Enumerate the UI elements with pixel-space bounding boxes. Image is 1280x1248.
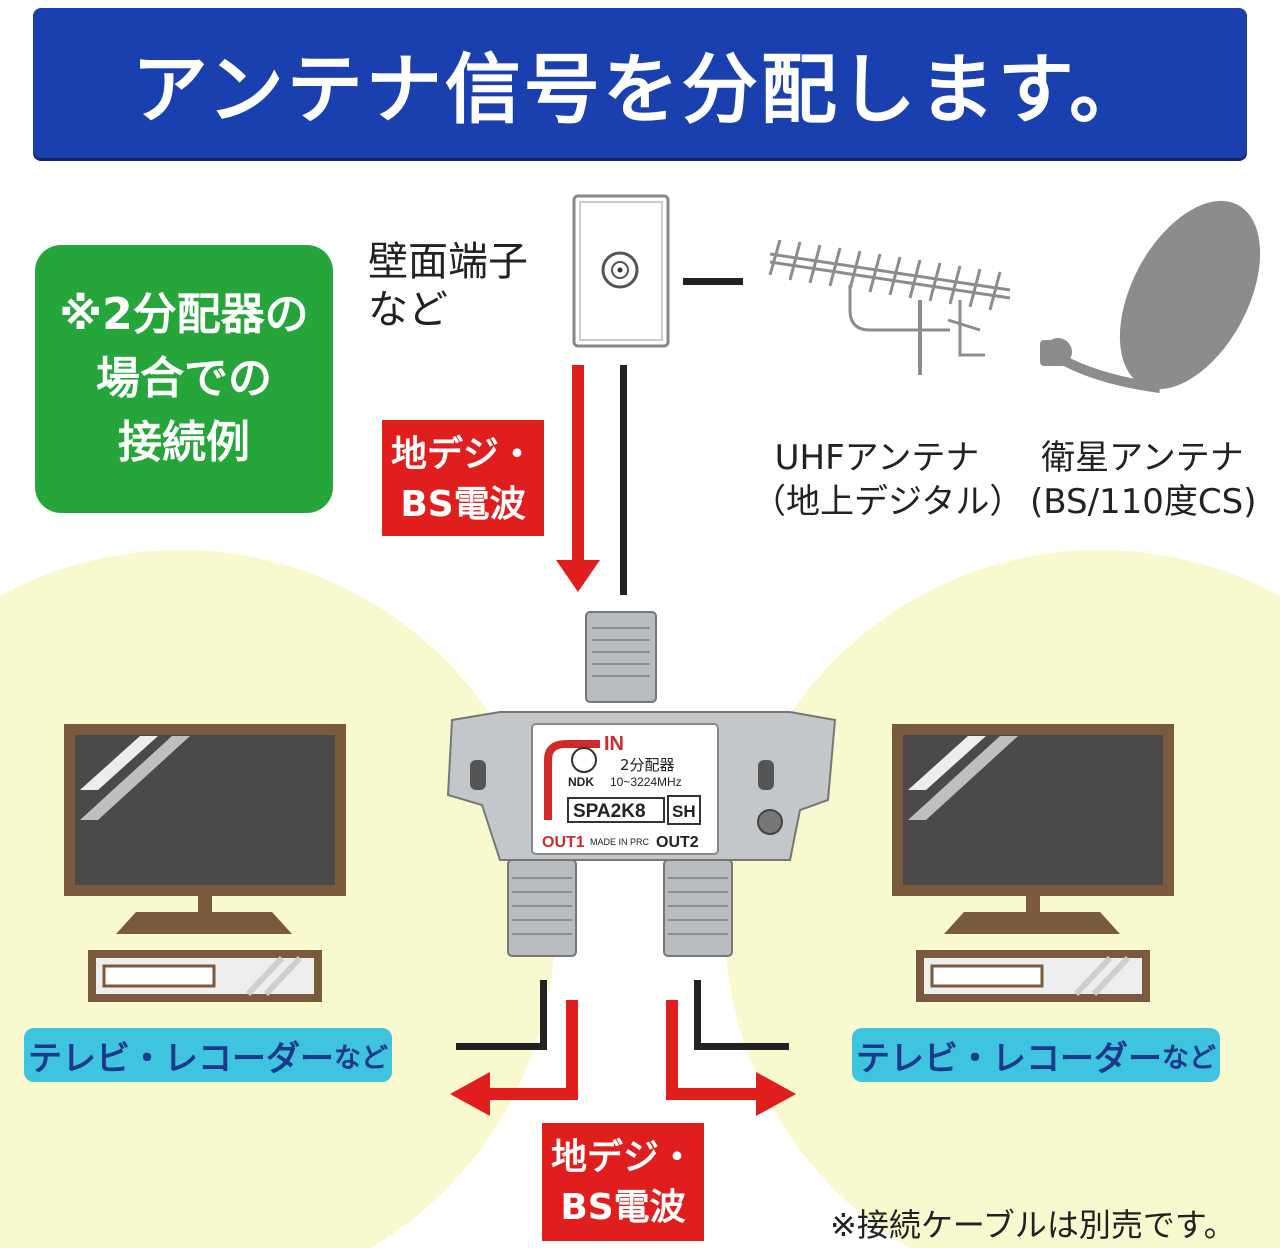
- wall-terminal-caption: 壁面端子 など: [368, 238, 528, 334]
- uhf-caption-line-1: UHFアンテナ: [774, 438, 980, 478]
- right-device-label-suffix: など: [1162, 1042, 1216, 1074]
- right-device-label: テレビ・レコーダーなど: [852, 1028, 1220, 1082]
- outgoing-signal-arrows: [450, 1000, 796, 1116]
- incoming-cable: [620, 365, 627, 595]
- splitter-model: SPA2K8: [573, 801, 646, 822]
- sat-caption-line-1: 衛星アンテナ: [1041, 438, 1244, 478]
- title-banner: アンテナ信号を分配します。: [33, 8, 1247, 158]
- uhf-caption-line-2: （地上デジタル）: [752, 482, 1024, 522]
- left-device-label: テレビ・レコーダーなど: [24, 1028, 392, 1082]
- splitter-product-name: 2分配器: [620, 756, 675, 774]
- incoming-signal-line-2: BS電波: [400, 484, 526, 525]
- left-device-label-suffix: など: [334, 1042, 388, 1074]
- splitter-brand: NDK: [568, 775, 594, 789]
- outgoing-signal-line-2: BS電波: [560, 1187, 686, 1228]
- antenna-connector-line: [683, 278, 743, 285]
- wall-caption-line-2: など: [368, 287, 448, 333]
- uhf-antenna-caption: UHFアンテナ （地上デジタル）: [752, 436, 1024, 524]
- splitter-grade: SH: [672, 802, 696, 821]
- cable-sold-separately-note: ※接続ケーブルは別売です。: [830, 1206, 1236, 1244]
- right-tv-icon: [892, 724, 1174, 934]
- splitter-frequency: 10~3224MHz: [610, 775, 682, 789]
- output-cables: [456, 980, 789, 1050]
- example-line-3: 接続例: [118, 417, 250, 468]
- uhf-antenna-icon: [768, 239, 1011, 375]
- satellite-antenna-caption: 衛星アンテナ (BS/110度CS): [1030, 436, 1257, 524]
- example-line-1: ※2分配器の: [59, 289, 309, 340]
- left-device-label-main: テレビ・レコーダー: [28, 1038, 334, 1079]
- sat-caption-line-2: (BS/110度CS): [1030, 482, 1257, 522]
- left-recorder-icon: [88, 950, 322, 1002]
- splitter-out2-label: OUT2: [656, 834, 699, 851]
- page-title: アンテナ信号を分配します。: [131, 45, 1149, 134]
- right-recorder-icon: [916, 950, 1150, 1002]
- splitter-device: [446, 611, 837, 957]
- satellite-dish-icon: [1040, 200, 1261, 393]
- incoming-signal-label: 地デジ・ BS電波: [382, 420, 544, 536]
- example-line-2: 場合での: [96, 353, 272, 404]
- splitter-out1-label: OUT1: [542, 834, 585, 851]
- outgoing-signal-line-1: 地デジ・: [550, 1137, 695, 1178]
- splitter-in-label: IN: [604, 733, 624, 755]
- outgoing-signal-label: 地デジ・ BS電波: [542, 1123, 704, 1241]
- connection-example-badge: ※2分配器の 場合での 接続例: [35, 245, 333, 513]
- right-device-label-main: テレビ・レコーダー: [856, 1038, 1162, 1079]
- wall-caption-line-1: 壁面端子: [368, 239, 528, 285]
- incoming-signal-arrow: [556, 365, 600, 592]
- incoming-signal-line-1: 地デジ・: [390, 434, 535, 475]
- splitter-origin: MADE IN PRC: [590, 837, 650, 847]
- left-tv-icon: [64, 724, 346, 934]
- wall-terminal-icon: [572, 194, 670, 348]
